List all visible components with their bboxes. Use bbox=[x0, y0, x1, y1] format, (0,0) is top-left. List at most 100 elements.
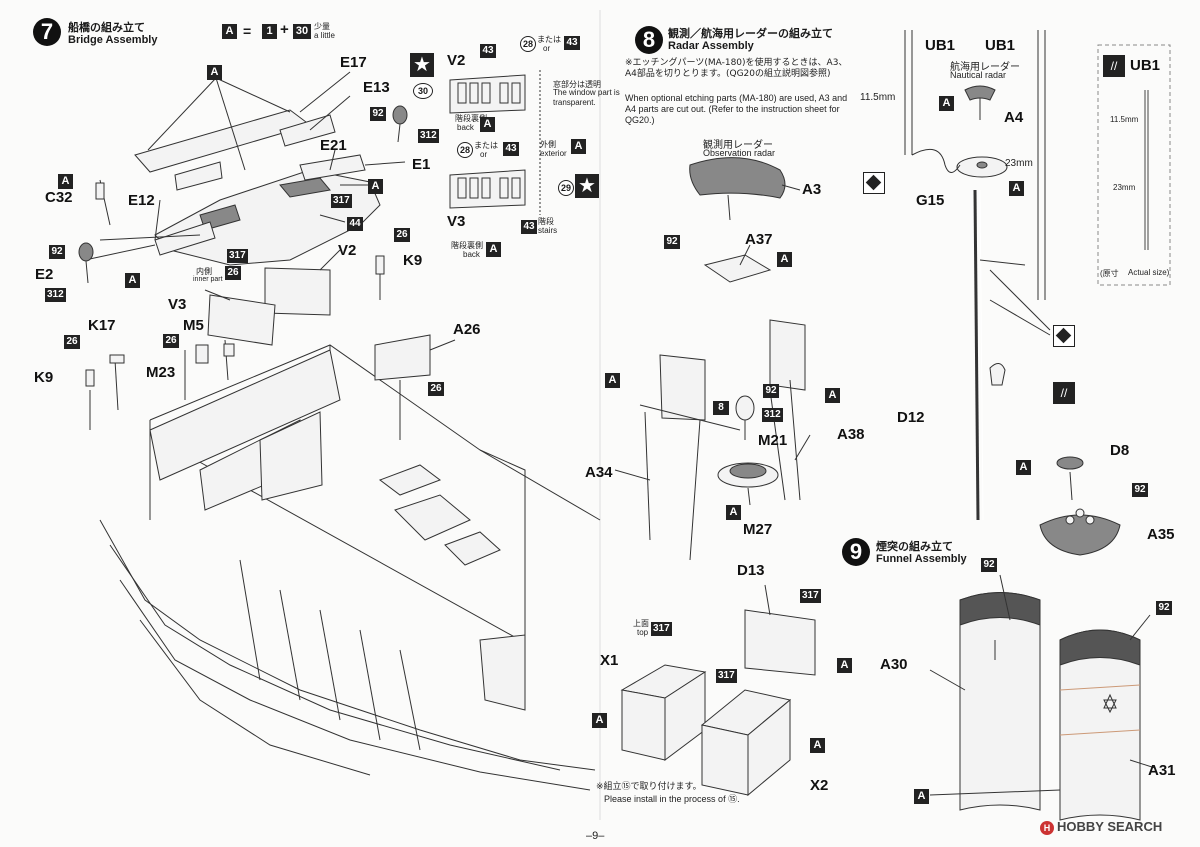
label-A34: A34 bbox=[585, 464, 613, 481]
label-A26: A26 bbox=[453, 321, 481, 338]
step8-title-jp: 観測／航海用レーダーの組み立て bbox=[668, 28, 833, 40]
code-26-b: 26 bbox=[394, 228, 410, 242]
decal-icon: // bbox=[1053, 382, 1075, 404]
part-A26 bbox=[374, 334, 431, 381]
label-M5: M5 bbox=[183, 317, 204, 334]
code-26-e: 26 bbox=[428, 382, 444, 396]
mast-drawing bbox=[904, 30, 1121, 556]
hull-drawing bbox=[99, 344, 601, 791]
s8-code-92-a: 92 bbox=[664, 235, 680, 249]
label-A37: A37 bbox=[745, 231, 773, 248]
legend-30-box: 30 bbox=[293, 24, 311, 39]
code-92-a: 92 bbox=[370, 107, 386, 121]
naut-radar-en: Nautical radar bbox=[950, 70, 1007, 80]
m-paint-A-3: A bbox=[1016, 460, 1031, 475]
legend-little-en: a little bbox=[314, 31, 335, 40]
s8-paint-A-2: A bbox=[605, 373, 620, 388]
obs-radar-en: Observation radar bbox=[703, 148, 776, 158]
star-icon-1: ★ bbox=[410, 53, 434, 77]
s8-paint-A-3: A bbox=[825, 388, 840, 403]
step9-title-jp: 煙突の組み立て bbox=[876, 541, 953, 553]
part-E12 bbox=[154, 221, 216, 256]
code-317: 317 bbox=[331, 194, 352, 208]
label-A35: A35 bbox=[1147, 526, 1175, 543]
wd-code-43-b: 43 bbox=[564, 36, 580, 50]
code-312-b: 312 bbox=[45, 288, 66, 302]
actual-size-en: Actual size) bbox=[1128, 268, 1170, 277]
back-jp-2: 階段裏側 bbox=[451, 241, 483, 250]
diamond-marker-1 bbox=[863, 172, 885, 194]
top-jp: 上面 bbox=[633, 619, 649, 628]
code-26-c: 26 bbox=[64, 335, 80, 349]
part-E1 bbox=[299, 154, 366, 181]
step9-title-en: Funnel Assembly bbox=[876, 553, 967, 565]
s8-code-8: 8 bbox=[713, 401, 729, 415]
install-note-jp: ※組立⑮で取り付けます。 bbox=[596, 782, 702, 792]
label-D8: D8 bbox=[1110, 442, 1130, 459]
s8-code-92-b: 92 bbox=[763, 384, 779, 398]
step7-title-en: Bridge Assembly bbox=[68, 34, 158, 46]
s8-paint-A-6: A bbox=[592, 713, 607, 728]
label-A4: A4 bbox=[1004, 109, 1024, 126]
wd-or-jp-1: または bbox=[537, 35, 561, 44]
label-UB1-a: UB1 bbox=[925, 37, 956, 54]
label-E2: E2 bbox=[35, 266, 54, 283]
wd-label-V2: V2 bbox=[447, 52, 466, 69]
actual-size-jp: (原寸 bbox=[1100, 269, 1119, 278]
wd-paint-A-2: A bbox=[571, 139, 586, 154]
label-K9-a: K9 bbox=[403, 252, 423, 269]
step7-title-jp: 船橋の組み立て bbox=[68, 22, 145, 34]
s8-code-317-b: 317 bbox=[651, 622, 672, 636]
wd-code-43-c: 43 bbox=[503, 142, 519, 156]
paint-A-2: A bbox=[368, 179, 383, 194]
s8-paint-A-4: A bbox=[726, 505, 741, 520]
label-E21: E21 bbox=[320, 137, 347, 154]
s9-code-92-a: 92 bbox=[981, 558, 997, 572]
ub1-dim-2: 23mm bbox=[1113, 183, 1136, 192]
label-A3: A3 bbox=[802, 181, 822, 198]
radar-drawing bbox=[614, 157, 816, 797]
label-A31: A31 bbox=[1148, 762, 1176, 779]
inner-jp: 内側 bbox=[196, 267, 212, 276]
funnel-drawing bbox=[929, 574, 1156, 821]
label-E13: E13 bbox=[363, 79, 390, 96]
code-317-b: 317 bbox=[227, 249, 248, 263]
label-A30: A30 bbox=[880, 656, 908, 673]
s8-code-317-a: 317 bbox=[800, 589, 821, 603]
paint-A-1: A bbox=[207, 65, 222, 80]
code-312-a: 312 bbox=[418, 129, 439, 143]
wd-paint-A-1: A bbox=[480, 117, 495, 132]
step7-number: 7 bbox=[33, 18, 61, 46]
s8-paint-A-1: A bbox=[777, 252, 792, 267]
bridge-deck-E21 bbox=[154, 169, 381, 266]
window-detail bbox=[449, 70, 541, 215]
top-en: top bbox=[637, 628, 649, 637]
label-UB1-b: UB1 bbox=[985, 37, 1016, 54]
label-C32: C32 bbox=[45, 189, 73, 206]
outer-en: exterior bbox=[540, 149, 567, 158]
install-note-en: Please install in the process of ⑮. bbox=[604, 794, 740, 804]
label-G15: G15 bbox=[916, 192, 945, 209]
back-jp-1: 階段裏側 bbox=[455, 114, 487, 123]
label-X1: X1 bbox=[600, 652, 619, 669]
stairs-jp: 階段 bbox=[538, 217, 554, 226]
wd-code-29: 29 bbox=[558, 180, 574, 196]
outer-jp: 外側 bbox=[540, 140, 556, 149]
label-E12: E12 bbox=[128, 192, 155, 209]
step8-note-en: When optional etching parts (MA-180) are… bbox=[625, 93, 848, 125]
wd-code-43-d: 43 bbox=[521, 220, 537, 234]
paint-A-3: A bbox=[58, 174, 73, 189]
label-M21: M21 bbox=[758, 432, 788, 449]
m-paint-A-1: A bbox=[939, 96, 954, 111]
m-paint-A-2: A bbox=[1009, 181, 1024, 196]
page-number: –9– bbox=[586, 830, 605, 842]
back-en-2: back bbox=[463, 250, 480, 259]
label-D13: D13 bbox=[737, 562, 765, 579]
step8-title-en: Radar Assembly bbox=[668, 40, 754, 52]
wd-code-30: 30 bbox=[413, 83, 433, 99]
wd-or-jp-2: または bbox=[474, 141, 498, 150]
ub1-panel-title: UB1 bbox=[1130, 57, 1161, 74]
